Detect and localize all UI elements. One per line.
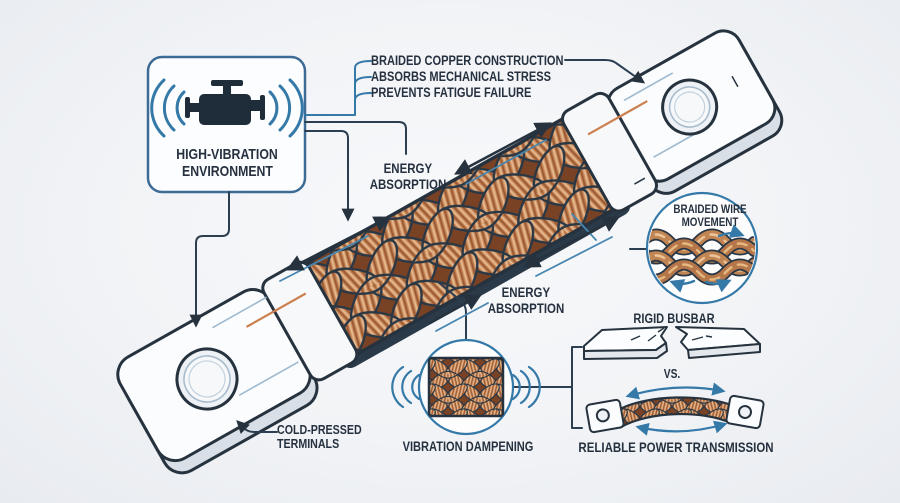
label-energy-absorption-upper: ENERGY ABSORPTION xyxy=(369,160,447,192)
label-braided-wire-movement: BRAIDED WIRE MOVEMENT xyxy=(673,202,747,229)
lug-hole-left xyxy=(175,347,239,411)
lug-hole-right xyxy=(661,78,719,136)
connector-to-energy-upper xyxy=(304,121,407,155)
crimp-ferrule-left xyxy=(261,260,359,382)
vibration-waves-icon xyxy=(150,78,304,138)
connector-circle-to-bracket xyxy=(512,346,583,429)
connector-bracket-construction xyxy=(304,60,372,116)
label-vibration-dampening: VIBRATION DAMPENING xyxy=(402,439,534,454)
connector-arrow-to-terminal xyxy=(189,191,230,328)
small-lug-left xyxy=(585,398,625,434)
callout-line: ABSORBS MECHANICAL STRESS xyxy=(371,69,552,84)
energy-absorption-arrows xyxy=(279,122,620,332)
rigid-busbar-broken xyxy=(583,326,761,360)
callout-line: PREVENTS FATIGUE FAILURE xyxy=(371,85,532,100)
small-lug-right xyxy=(725,394,765,430)
curved-arrow-icon xyxy=(669,224,745,293)
connector-cold-pressed xyxy=(236,420,278,434)
vibration-waves-icon xyxy=(391,365,541,409)
label-reliable-power-transmission: RELIABLE POWER TRANSMISSION xyxy=(578,439,774,455)
flexible-strap-small xyxy=(585,382,765,436)
label-vs: VS. xyxy=(663,367,681,381)
dense-braid-swatch xyxy=(427,356,505,418)
crimp-ferrule-right xyxy=(560,91,659,213)
main-braided-strap xyxy=(116,29,784,475)
callout-line: BRAIDED COPPER CONSTRUCTION xyxy=(371,53,564,68)
high-vibration-box xyxy=(146,55,307,194)
small-braid-body xyxy=(616,396,736,429)
label-high-vibration-environment: HIGH-VIBRATION ENVIRONMENT xyxy=(176,146,278,180)
connector-construction-to-lug xyxy=(564,59,646,84)
label-energy-absorption-lower: ENERGY ABSORPTION xyxy=(487,284,565,316)
connector-arrow-to-strap xyxy=(304,130,355,222)
label-cold-pressed-terminals: COLD-PRESSED TERMINALS xyxy=(277,422,362,451)
curved-arrow-icon xyxy=(625,382,728,436)
label-rigid-busbar: RIGID BUSBAR xyxy=(633,311,715,326)
lug-detail-lines xyxy=(212,72,739,397)
vibration-dampening-circle xyxy=(391,338,541,436)
braided-wire-movement-circle xyxy=(645,191,759,305)
crack-lines xyxy=(630,327,713,342)
engine-icon xyxy=(185,80,265,125)
loose-braid-strands xyxy=(649,228,755,286)
callout-braided-construction: BRAIDED COPPER CONSTRUCTION ABSORBS MECH… xyxy=(371,53,606,101)
